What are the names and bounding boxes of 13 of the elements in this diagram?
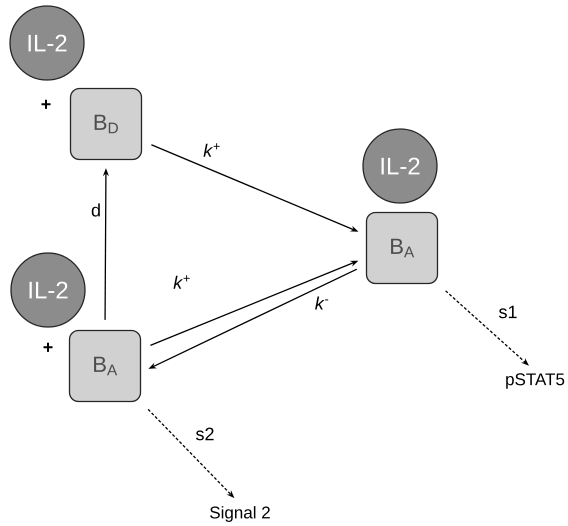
edge-label: s1 xyxy=(498,304,518,320)
edge-label: d xyxy=(90,202,102,218)
receptor-box: B$_{D}$ xyxy=(70,88,142,160)
output-label: pSTAT5 xyxy=(506,373,564,389)
output-label: Signal 2 xyxy=(210,506,270,522)
receptor-box: B$_{A}$ xyxy=(68,330,142,402)
edge-label: k$^{+}$ xyxy=(202,142,222,158)
receptor-box: B$_{A}$ xyxy=(366,212,438,284)
edge-label: s2 xyxy=(194,426,216,442)
edge-label: k$^{+}$ xyxy=(172,274,192,290)
plus-sign: + xyxy=(44,342,53,352)
plus-sign: + xyxy=(42,100,51,109)
edge-label: k$^{-}$ xyxy=(314,295,330,311)
